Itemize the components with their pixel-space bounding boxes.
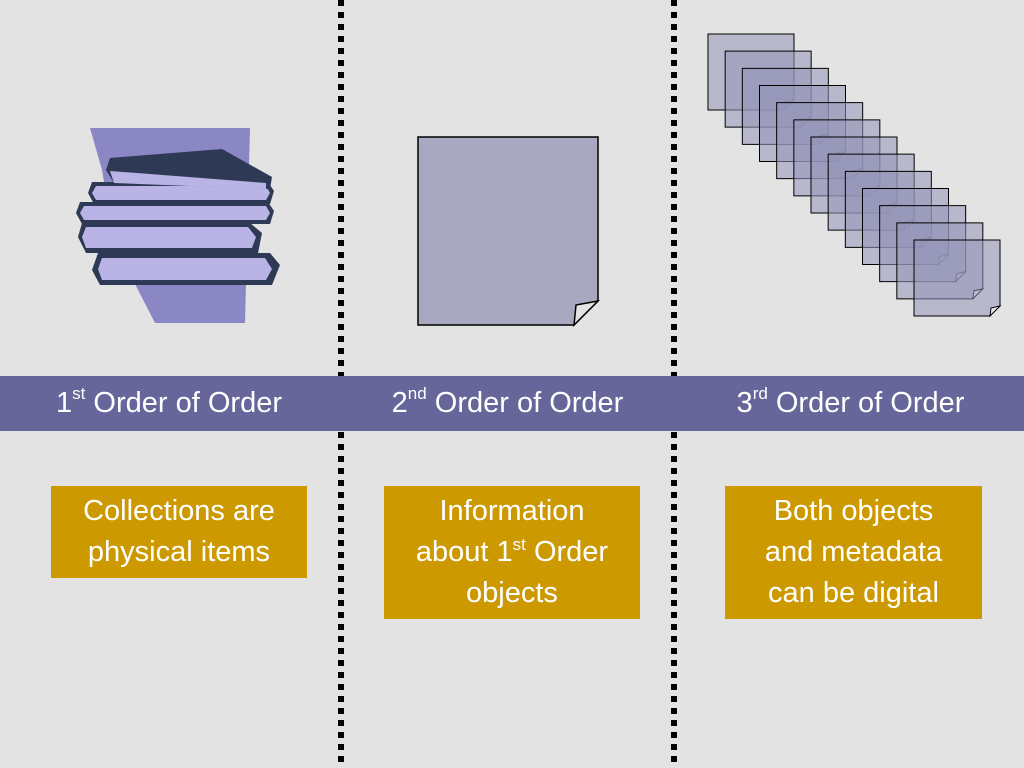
description-line: and metadata: [764, 536, 943, 568]
stacked-documents-icon: [707, 33, 1002, 318]
heading-1st-order: 1st Order of Order: [0, 376, 338, 431]
description-line: objects: [466, 577, 558, 609]
heading-3rd-order: 3rd Order of Order: [677, 376, 1024, 431]
books-icon: [76, 128, 280, 323]
heading-2nd-order: 2nd Order of Order: [344, 376, 671, 431]
heading-label: Order of Order: [767, 387, 965, 419]
description-line: can be digital: [768, 577, 939, 609]
description-box-1st: Collections are physical items: [51, 486, 307, 578]
heading-suffix: rd: [752, 384, 768, 403]
description-box-2nd: Information about 1st Order objects: [384, 486, 640, 619]
heading-suffix: st: [72, 384, 86, 403]
stacked-page: [913, 239, 1002, 318]
description-box-3rd: Both objects and metadata can be digital: [725, 486, 982, 619]
description-line: Both objects: [773, 495, 934, 527]
description-line: Collections are: [83, 495, 275, 527]
heading-number: 2: [391, 387, 408, 419]
description-line: about 1st Order: [415, 535, 609, 568]
heading-number: 1: [56, 387, 73, 419]
description-line: physical items: [87, 536, 271, 568]
heading-band: [0, 376, 1024, 431]
description-line: Information: [439, 495, 585, 527]
heading-number: 3: [736, 387, 753, 419]
heading-suffix: nd: [407, 384, 427, 403]
document-icon: [417, 136, 600, 327]
heading-label: Order of Order: [85, 387, 282, 419]
heading-label: Order of Order: [426, 387, 624, 419]
